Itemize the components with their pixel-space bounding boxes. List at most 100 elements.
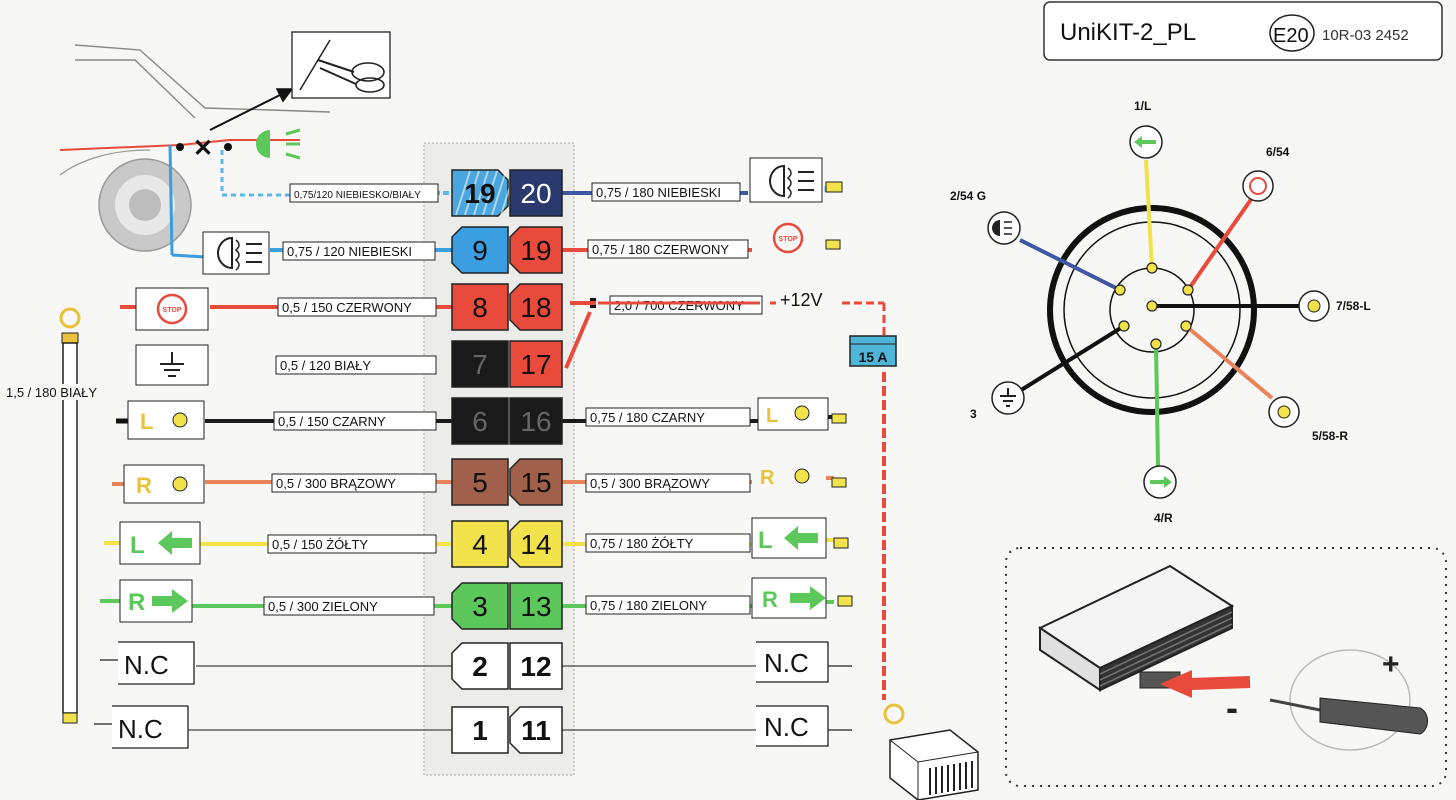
nc-box-left: N.C bbox=[94, 705, 189, 749]
pin-left-1: 1 bbox=[451, 706, 509, 754]
pin-right-number: 12 bbox=[520, 651, 551, 682]
right-wire-label: 0,75 / 180 ŻÓŁTY bbox=[585, 533, 751, 553]
svg-text:N.C: N.C bbox=[764, 648, 809, 678]
pin-right-shape bbox=[509, 706, 563, 754]
pin-left-shape bbox=[451, 706, 509, 754]
pin-right-shape bbox=[509, 582, 563, 630]
pin-left-number: 5 bbox=[472, 467, 488, 498]
pin-right-number: 19 bbox=[520, 235, 551, 266]
pin-right-number: 18 bbox=[520, 292, 551, 323]
left-wire-label: 0,5 / 150 ŻÓŁTY bbox=[267, 534, 437, 554]
pin-left-number: 1 bbox=[472, 715, 488, 746]
pin-left-shape bbox=[451, 458, 509, 506]
pin-left-4: 4 bbox=[451, 520, 509, 568]
approval-number: 10R-03 2452 bbox=[1322, 27, 1409, 44]
pin-left-5: 5 bbox=[451, 458, 509, 506]
svg-text:0,5 / 300 BRĄZOWY: 0,5 / 300 BRĄZOWY bbox=[276, 476, 396, 491]
pin-right-shape bbox=[509, 642, 563, 690]
svg-text:N.C: N.C bbox=[118, 714, 163, 744]
pin-left-number: 8 bbox=[472, 292, 488, 323]
pin-left-number: 9 bbox=[472, 235, 488, 266]
svg-text:0,5 / 300 BRĄZOWY: 0,5 / 300 BRĄZOWY bbox=[590, 476, 710, 491]
left-wire-label: 0,75/120 NIEBIESKO/BIAŁY bbox=[289, 183, 439, 203]
svg-text:0,75 / 180 CZARNY: 0,75 / 180 CZARNY bbox=[590, 410, 705, 425]
fog-lamp-icon-right bbox=[749, 157, 823, 203]
module-box-icon bbox=[1037, 564, 1235, 692]
pin-right-11: 11 bbox=[509, 706, 563, 754]
pin-left-shape bbox=[451, 642, 509, 690]
turn-right-icon-right: R bbox=[751, 577, 827, 619]
svg-text:0,5 / 150 CZERWONY: 0,5 / 150 CZERWONY bbox=[282, 300, 412, 315]
socket-pin-4r-icon bbox=[1143, 465, 1177, 499]
svg-text:R: R bbox=[762, 587, 778, 612]
cut-mark-icon: ✕ bbox=[193, 135, 213, 162]
pin-right-18: 18 bbox=[509, 283, 563, 331]
nc-box-left: N.C bbox=[100, 641, 195, 685]
pin-left-number: 19 bbox=[464, 178, 495, 209]
scissors-icon bbox=[291, 31, 391, 99]
pin-left-shape bbox=[451, 340, 509, 388]
fog-lamp-icon-car bbox=[256, 128, 301, 160]
svg-text:N.C: N.C bbox=[764, 712, 809, 742]
socket-pin-254g-label: 2/54 G bbox=[950, 189, 986, 203]
pin-right-12: 12 bbox=[509, 642, 563, 690]
supply-label: +12V bbox=[780, 290, 823, 310]
socket-pin-558r-label: 5/58-R bbox=[1312, 429, 1348, 443]
turn-left-icon-right: L bbox=[751, 517, 827, 559]
stop-lamp-icon-right: STOP bbox=[772, 222, 804, 254]
left-wire-label: 0,5 / 150 CZERWONY bbox=[277, 297, 437, 317]
socket-pin-254g-icon bbox=[987, 211, 1021, 245]
pin-right-shape bbox=[509, 283, 563, 331]
pin-right-20: 20 bbox=[509, 169, 563, 217]
pin-right-number: 16 bbox=[520, 406, 551, 437]
labels-layer: 0,75/120 NIEBIESKO/BIAŁY 0,75 / 180 NIEBI… bbox=[94, 182, 852, 749]
pin-right-13: 13 bbox=[509, 582, 563, 630]
socket-pin-3-icon bbox=[991, 381, 1025, 415]
left-wire-label: 0,5 / 150 CZARNY bbox=[273, 411, 437, 431]
pin-right-number: 20 bbox=[520, 178, 551, 209]
svg-text:L: L bbox=[758, 527, 773, 554]
pin-left-shape bbox=[451, 397, 509, 445]
approval-mark: E20 bbox=[1273, 25, 1309, 47]
right-wire-label: 2,0 / 700 CZERWONY bbox=[609, 295, 763, 315]
title-box: UniKIT-2_PL E20 10R-03 2452 bbox=[1043, 1, 1443, 61]
left-wire-label: 0,5 / 300 ZIELONY bbox=[263, 596, 435, 616]
svg-text:0,75 / 180 ŻÓŁTY: 0,75 / 180 ŻÓŁTY bbox=[590, 536, 694, 551]
svg-text:0,75 / 180 NIEBIESKI: 0,75 / 180 NIEBIESKI bbox=[596, 185, 721, 200]
pin-left-number: 7 bbox=[472, 349, 488, 380]
socket-pin-558r-icon bbox=[1268, 396, 1300, 428]
pin-left-19: 19 bbox=[451, 169, 516, 217]
pin-left-2: 2 bbox=[451, 642, 509, 690]
pin-right-15: 15 bbox=[509, 458, 563, 506]
right-wire-label: 0,5 / 300 BRĄZOWY bbox=[585, 473, 751, 493]
pin-right-shape bbox=[509, 520, 563, 568]
svg-text:L: L bbox=[140, 409, 153, 434]
svg-text:0,5 / 150 CZARNY: 0,5 / 150 CZARNY bbox=[278, 414, 386, 429]
pin-right-shape bbox=[509, 397, 563, 445]
left-wire-label: 0,5 / 120 BIAŁY bbox=[275, 355, 437, 375]
pin-left-shape bbox=[451, 226, 509, 274]
pin-right-number: 13 bbox=[520, 591, 551, 622]
socket-pin-4r-label: 4/R bbox=[1154, 511, 1173, 525]
pin-left-number: 4 bbox=[472, 529, 488, 560]
plus-sign: + bbox=[1382, 648, 1400, 681]
pin-right-number: 11 bbox=[521, 715, 551, 746]
pin-left-number: 6 bbox=[472, 406, 488, 437]
pin-left-9: 9 bbox=[451, 226, 509, 274]
fuse-icon: 15 A bbox=[849, 335, 897, 367]
svg-text:L: L bbox=[130, 532, 145, 559]
ground-wire: 1,5 / 180 BIAŁY bbox=[4, 307, 110, 724]
svg-text:0,75 / 180 CZERWONY: 0,75 / 180 CZERWONY bbox=[592, 242, 729, 257]
turn-left-icon: L bbox=[119, 521, 201, 565]
ground-wire-label: 1,5 / 180 BIAŁY bbox=[6, 385, 97, 400]
pin-left-shape bbox=[451, 582, 509, 630]
left-wire-label: 0,75 / 120 NIEBIESKI bbox=[282, 241, 436, 261]
svg-text:R: R bbox=[136, 473, 152, 498]
pin-left-8: 8 bbox=[451, 283, 509, 331]
pin-right-16: 16 bbox=[509, 397, 563, 445]
battery-icon bbox=[889, 729, 979, 800]
pin-right-14: 14 bbox=[509, 520, 563, 568]
pin-right-shape bbox=[509, 226, 563, 274]
